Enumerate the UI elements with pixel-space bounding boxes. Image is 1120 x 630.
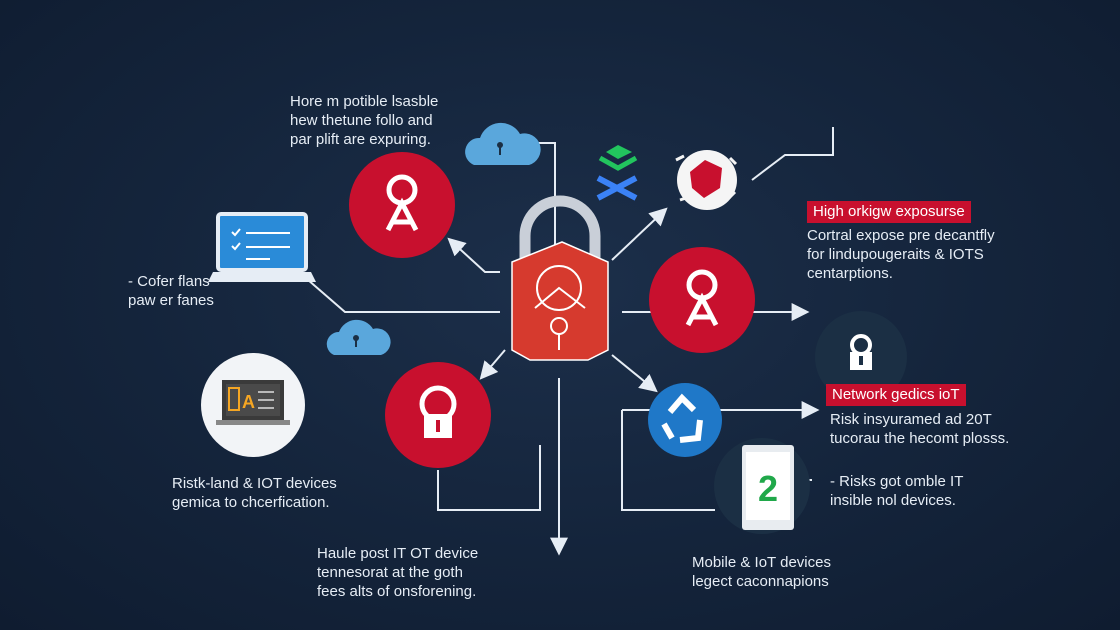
cloud-lock-icon-top <box>465 122 541 165</box>
note-line: Ristk-land & IOT devices <box>172 475 337 492</box>
note-network: Risk insyuramed ad 20T tucorau the hecom… <box>830 410 1009 448</box>
note-line: for lindupougeraits & IOTS <box>807 246 984 263</box>
note-bottom-center: Haule post IT OT device tennesorat at th… <box>317 544 478 601</box>
note-line: legect caconnapions <box>692 573 829 590</box>
note-line: hew thetune follo and <box>290 112 433 129</box>
note-line: Hore m potible lsasble <box>290 93 439 110</box>
note-line: par plift are expuring. <box>290 131 431 148</box>
note-line: gemica to chcerfication. <box>172 494 330 511</box>
antenna-icon-right <box>649 247 755 353</box>
note-line: insible nol devices. <box>830 492 956 509</box>
keyhole-icon-left <box>385 362 491 468</box>
note-line: Cortral expose pre decantfly <box>807 227 995 244</box>
network-node-icon <box>596 145 638 201</box>
connector-left-lower <box>437 445 541 511</box>
connector-to-badge <box>611 207 668 261</box>
note-bottom-right: Mobile & IoT devices legect caconnapions <box>692 553 831 591</box>
connector-to-recycle <box>611 354 658 393</box>
note-line: fees alts of onsforening. <box>317 583 477 600</box>
note-line: - Risks got omble IT <box>830 473 964 490</box>
cloud-lock-icon-mid <box>326 319 391 355</box>
monitor-icon: A <box>201 353 305 457</box>
antenna-icon-left <box>349 152 455 258</box>
note-left-bottom: Ristk-land & IOT devices gemica to chcer… <box>172 474 337 512</box>
note-line: tucorau the hecomt plosss. <box>830 430 1010 447</box>
note-line: Mobile & IoT devices <box>692 554 831 571</box>
note-laptop: - Cofer flans paw er fanes <box>128 272 214 310</box>
alert-badge-icon <box>675 150 738 210</box>
connector-to-red-circle-lower <box>479 349 506 380</box>
connector-recycle-down <box>621 410 715 511</box>
note-line: - Cofer flans <box>128 273 210 290</box>
central-padlock-icon <box>511 195 609 361</box>
note-high-exposure: Cortral expose pre decantfly for lindupo… <box>807 226 995 283</box>
mobile-device-icon: 2 <box>714 438 810 534</box>
note-line: tennesorat at the goth <box>317 564 463 581</box>
note-line: paw er fanes <box>128 292 214 309</box>
connector-to-red-circle <box>447 237 500 273</box>
note-line: Risk insyuramed ad 20T <box>830 411 992 428</box>
phone-digit: 2 <box>758 468 778 509</box>
monitor-glyph: A <box>242 392 255 412</box>
connector-top-right <box>751 127 834 181</box>
note-line: Haule post IT OT device <box>317 545 479 562</box>
tag-high-exposure: High orkigw exposurse <box>807 201 971 223</box>
keyhole-icon-right <box>815 311 907 403</box>
note-mobile-risks: - Risks got omble IT insible nol devices… <box>830 472 963 510</box>
laptop-checklist-icon <box>208 212 316 282</box>
note-top-left: Hore m potible lsasble hew thetune follo… <box>290 92 438 149</box>
note-line: centarptions. <box>807 265 893 282</box>
recycle-icon <box>648 383 722 457</box>
tag-network: Network gedics ioT <box>826 384 966 406</box>
